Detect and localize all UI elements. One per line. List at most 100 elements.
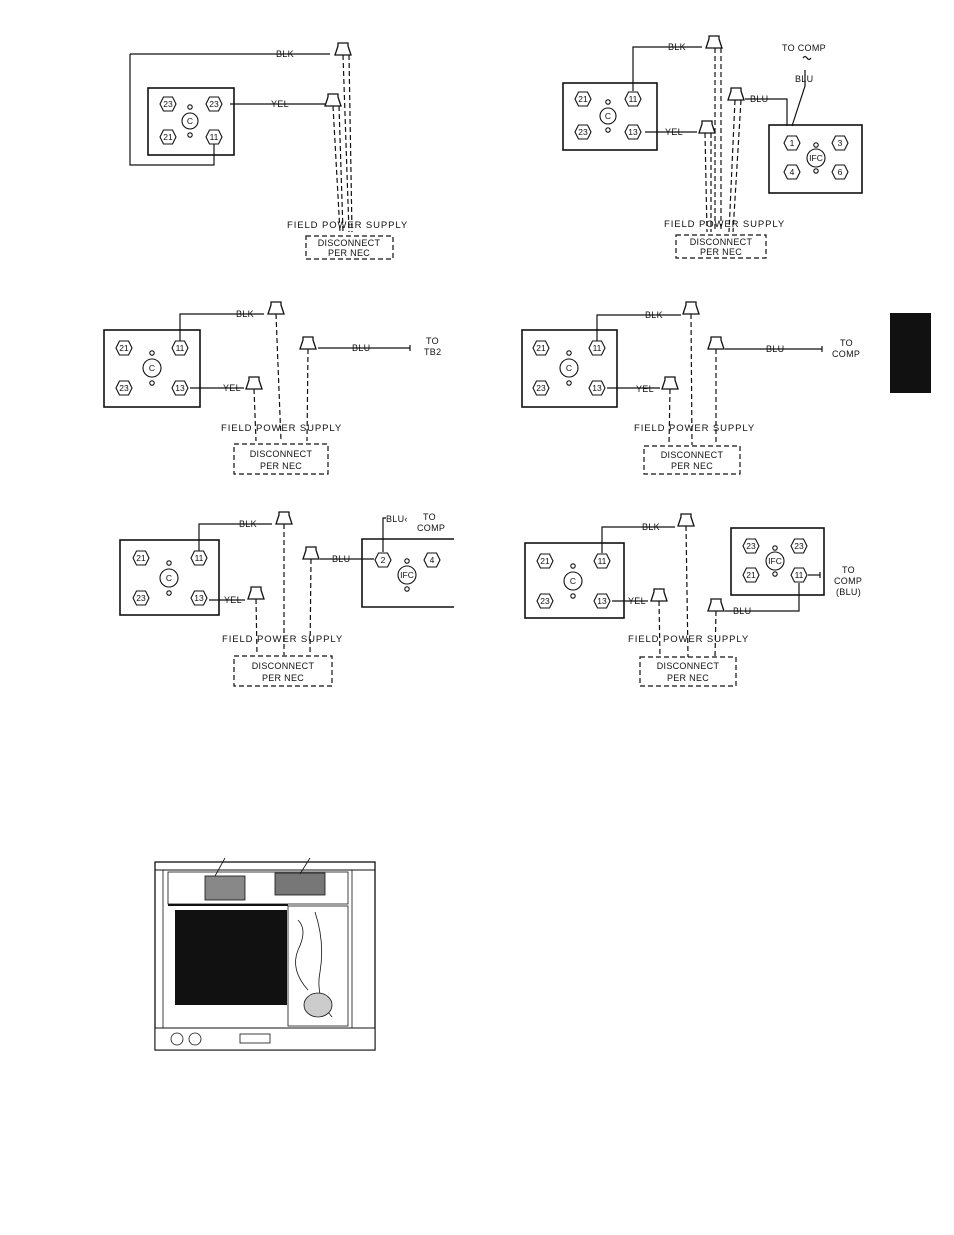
field-power-supply-label: FIELD POWER SUPPLY	[222, 634, 343, 645]
tb2-label: TB2	[424, 347, 441, 357]
wire-label-blu-arrow: BLU‹	[386, 514, 408, 524]
svg-text:IFC: IFC	[809, 153, 823, 163]
svg-text:C: C	[566, 363, 572, 373]
wire-label-blk: BLK	[236, 309, 254, 319]
wire-label-yel: YEL	[665, 127, 683, 137]
svg-text:C: C	[187, 116, 193, 126]
diagram-3: BLK YEL BLU TO TB2 21 11 23 13 C FIELD P…	[103, 301, 441, 475]
field-power-supply-label: FIELD POWER SUPPLY	[287, 220, 408, 231]
ifc-box	[768, 124, 863, 194]
wire-label-blk: BLK	[239, 519, 257, 529]
svg-text:23: 23	[136, 593, 146, 603]
wire-nut	[707, 598, 725, 612]
svg-text:23: 23	[536, 383, 546, 393]
wire-nut	[707, 336, 725, 350]
svg-text:PER NEC: PER NEC	[700, 247, 742, 257]
svg-text:C: C	[149, 363, 155, 373]
svg-text:13: 13	[628, 127, 638, 137]
field-power-supply-label: FIELD POWER SUPPLY	[634, 423, 755, 434]
ifc-box	[361, 538, 454, 608]
svg-text:11: 11	[795, 570, 804, 580]
wire-nut	[705, 35, 723, 49]
svg-text:PER NEC: PER NEC	[667, 673, 709, 683]
wire-nut	[267, 301, 285, 315]
field-power-supply-label: FIELD POWER SUPPLY	[628, 634, 749, 645]
wire-label-blu: BLU	[766, 344, 784, 354]
svg-text:PER NEC: PER NEC	[260, 461, 302, 471]
svg-text:PER NEC: PER NEC	[262, 673, 304, 683]
unit-illustration	[154, 857, 376, 1051]
comp-label: COMP	[417, 523, 445, 533]
svg-text:21: 21	[536, 343, 546, 353]
svg-text:3: 3	[838, 138, 843, 148]
to-comp-label: TO COMP	[782, 43, 826, 53]
svg-text:11: 11	[598, 556, 607, 566]
wire-label-yel: YEL	[224, 595, 242, 605]
wire-nut	[727, 87, 745, 101]
svg-text:IFC: IFC	[400, 570, 414, 580]
contactor-box	[524, 542, 625, 619]
svg-text:11: 11	[195, 553, 204, 563]
control-box	[274, 872, 326, 896]
svg-text:21: 21	[136, 553, 146, 563]
svg-text:4: 4	[430, 555, 435, 565]
wire-nut	[698, 120, 716, 134]
wire-nut	[334, 42, 352, 56]
svg-text:23: 23	[119, 383, 129, 393]
svg-text:C: C	[166, 573, 172, 583]
wire-nut	[661, 376, 679, 390]
svg-text:C: C	[570, 576, 576, 586]
wire-label-blu: BLU	[352, 343, 370, 353]
svg-text:23: 23	[209, 99, 219, 109]
svg-text:23: 23	[540, 596, 550, 606]
svg-text:DISCONNECT: DISCONNECT	[252, 661, 315, 671]
wire-label-blk: BLK	[642, 522, 660, 532]
svg-text:11: 11	[176, 343, 185, 353]
svg-text:23: 23	[163, 99, 173, 109]
to-label: TO	[423, 512, 436, 522]
svg-text:4: 4	[790, 167, 795, 177]
diagram-1: BLK YEL 23 23 21 11 C FIELD POWER SUPPLY…	[129, 42, 408, 260]
svg-text:21: 21	[746, 570, 756, 580]
wire-label-yel: YEL	[223, 383, 241, 393]
svg-text:PER NEC: PER NEC	[671, 461, 713, 471]
svg-text:13: 13	[592, 383, 602, 393]
wire-label-blk: BLK	[668, 42, 686, 52]
svg-text:23: 23	[794, 541, 804, 551]
wire-label-blk: BLK	[645, 310, 663, 320]
wire-nut	[302, 546, 320, 560]
field-power-supply-label: FIELD POWER SUPPLY	[664, 219, 785, 230]
svg-text:13: 13	[175, 383, 185, 393]
svg-text:DISCONNECT: DISCONNECT	[250, 449, 313, 459]
comp-label: COMP	[834, 576, 862, 586]
wire-label-blu: BLU	[795, 74, 813, 84]
svg-text:21: 21	[163, 132, 173, 142]
wire-label-yel: YEL	[628, 596, 646, 606]
svg-text:PER NEC: PER NEC	[328, 248, 370, 258]
comp-blu-label: (BLU)	[836, 587, 861, 597]
svg-text:C: C	[605, 111, 611, 121]
svg-text:DISCONNECT: DISCONNECT	[661, 450, 724, 460]
svg-text:23: 23	[578, 127, 588, 137]
svg-text:1: 1	[790, 138, 795, 148]
to-label: TO	[842, 565, 855, 575]
svg-text:DISCONNECT: DISCONNECT	[318, 238, 381, 248]
diagram-6: BLK YEL BLU TO COMP (BLU) 21 11 23 13 C …	[524, 513, 862, 687]
svg-text:13: 13	[597, 596, 607, 606]
wire-nut	[682, 301, 700, 315]
svg-text:11: 11	[593, 343, 602, 353]
wire-nut	[245, 376, 263, 390]
svg-text:11: 11	[629, 94, 638, 104]
svg-text:DISCONNECT: DISCONNECT	[657, 661, 720, 671]
svg-text:13: 13	[194, 593, 204, 603]
diagram-2: BLK YEL BLU TO COMP BLU 21 11 23 13 C 1 …	[562, 35, 863, 259]
wire-nut	[677, 513, 695, 527]
wire-label-blu: BLU	[733, 606, 751, 616]
wire-label-blu: BLU	[750, 94, 768, 104]
wire-nut	[247, 586, 265, 600]
svg-text:21: 21	[119, 343, 129, 353]
section-tab	[890, 313, 931, 393]
wire-label-blu: BLU	[332, 554, 350, 564]
svg-text:23: 23	[746, 541, 756, 551]
